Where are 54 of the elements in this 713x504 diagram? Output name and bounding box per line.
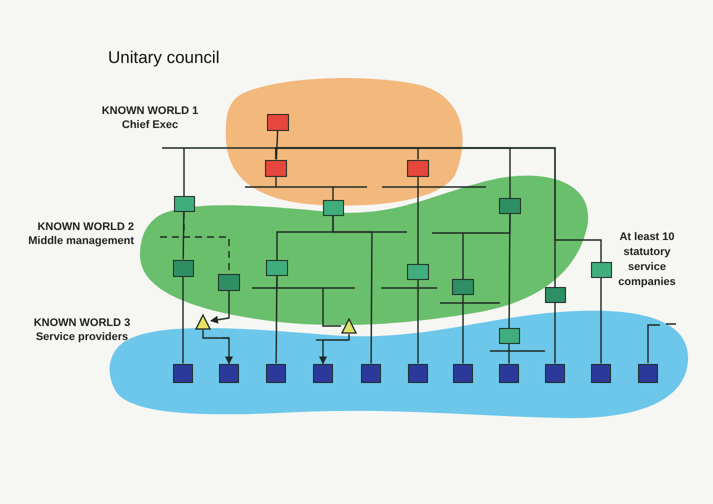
org-box: [322, 200, 344, 216]
org-box: [499, 198, 521, 214]
org-box: [267, 114, 289, 130]
org-box: [408, 364, 428, 382]
org-box: [453, 364, 473, 382]
connector-line: [508, 214, 511, 328]
org-box: [266, 364, 286, 382]
level-label: KNOWN WORLD 2: [36, 220, 134, 234]
level-label: KNOWN WORLD 3: [32, 316, 132, 330]
org-box: [219, 364, 239, 382]
level-label: Middle management: [27, 234, 134, 248]
org-box: [590, 262, 612, 278]
connector-line: [600, 278, 602, 364]
org-box: [361, 364, 381, 382]
level-label: Chief Exec: [120, 118, 180, 132]
level-label: Service providers: [34, 330, 130, 344]
level-label: KNOWN WORLD 1: [100, 104, 200, 118]
connector-line: [554, 303, 556, 364]
org-box: [638, 364, 658, 382]
connector-line: [210, 290, 230, 324]
connector-line: [332, 216, 373, 364]
org-box: [498, 328, 520, 344]
connector-line: [462, 295, 464, 364]
org-box: [591, 364, 611, 382]
connector-line: [202, 330, 233, 364]
connector-line: [275, 276, 278, 364]
connector-line: [417, 280, 419, 364]
triangle-marker: [195, 314, 211, 330]
org-box: [265, 160, 287, 176]
diagram-title: Unitary council: [108, 48, 220, 68]
org-box: [407, 160, 429, 176]
level-label: At least 10 statutory service companies: [617, 230, 677, 290]
org-box: [172, 260, 194, 276]
connector-line: [276, 276, 341, 327]
connector-line: [319, 334, 350, 364]
org-box: [313, 364, 333, 382]
connector-line: [275, 176, 334, 200]
connector-line: [182, 212, 185, 260]
triangle-marker: [341, 318, 357, 334]
org-box: [452, 279, 474, 295]
org-box: [174, 196, 194, 212]
connector-line: [276, 130, 278, 160]
connector-line: [183, 147, 277, 196]
org-box: [544, 287, 566, 303]
org-box: [218, 274, 240, 290]
org-box: [407, 264, 429, 280]
connector-line: [275, 147, 602, 262]
org-box: [499, 364, 519, 382]
connector-line: [182, 276, 184, 364]
org-box: [545, 364, 565, 382]
connector-line: [508, 344, 510, 364]
org-box: [266, 260, 288, 276]
connector-line: [417, 176, 419, 264]
org-box: [173, 364, 193, 382]
